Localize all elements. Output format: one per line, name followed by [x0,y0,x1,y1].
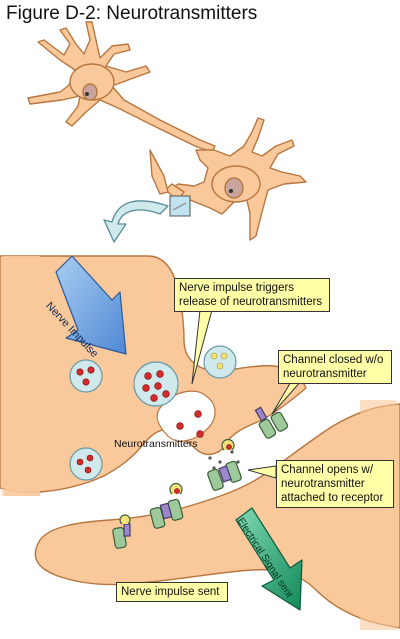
nucleus [224,177,244,199]
callout-channel-closed: Channel closed w/o neurotransmitter [278,350,392,384]
zoom-arrow [103,200,169,243]
callout-open-line3: attached to receptor [281,492,384,504]
callout-release-line2: release of neurotransmitters [179,296,323,308]
callout-sent-text: Nerve impulse sent [121,586,220,598]
neurotransmitter-dots [76,352,228,474]
nerve-impulse-arrow [55,255,127,355]
fusing-vesicle [156,390,216,442]
channel-lower-left [112,514,131,549]
callout-channel-open: Channel opens w/ neurotransmitter attach… [276,460,394,508]
nucleus [82,83,98,101]
callout-impulse-sent: Nerve impulse sent [116,582,228,602]
neuron-lower [149,117,307,241]
callout-release: Nerve impulse triggers release of neurot… [174,278,330,312]
receptor-channels [112,406,289,549]
callout-closed-line1: Channel closed w/o [283,354,384,366]
neurotransmitters-label: Neurotransmitters [114,438,198,450]
callout-release-line1: Nerve impulse triggers [179,282,295,294]
callout-pointers [191,309,304,479]
vesicle [69,447,103,481]
vesicle [203,345,237,379]
figure-title: Figure D-2: Neurotransmitters [6,3,258,24]
channel-lower-middle [149,483,184,529]
closed-channel [254,406,289,439]
neuron-upper [27,21,216,153]
open-channel [207,439,242,491]
callout-closed-line2: neurotransmitter [283,368,367,380]
diffusing-particles [208,450,240,470]
electrical-signal-arrow [235,507,303,611]
vesicle [69,359,103,393]
callout-open-line1: Channel opens w/ [281,464,374,476]
callout-open-line2: neurotransmitter [281,478,365,490]
